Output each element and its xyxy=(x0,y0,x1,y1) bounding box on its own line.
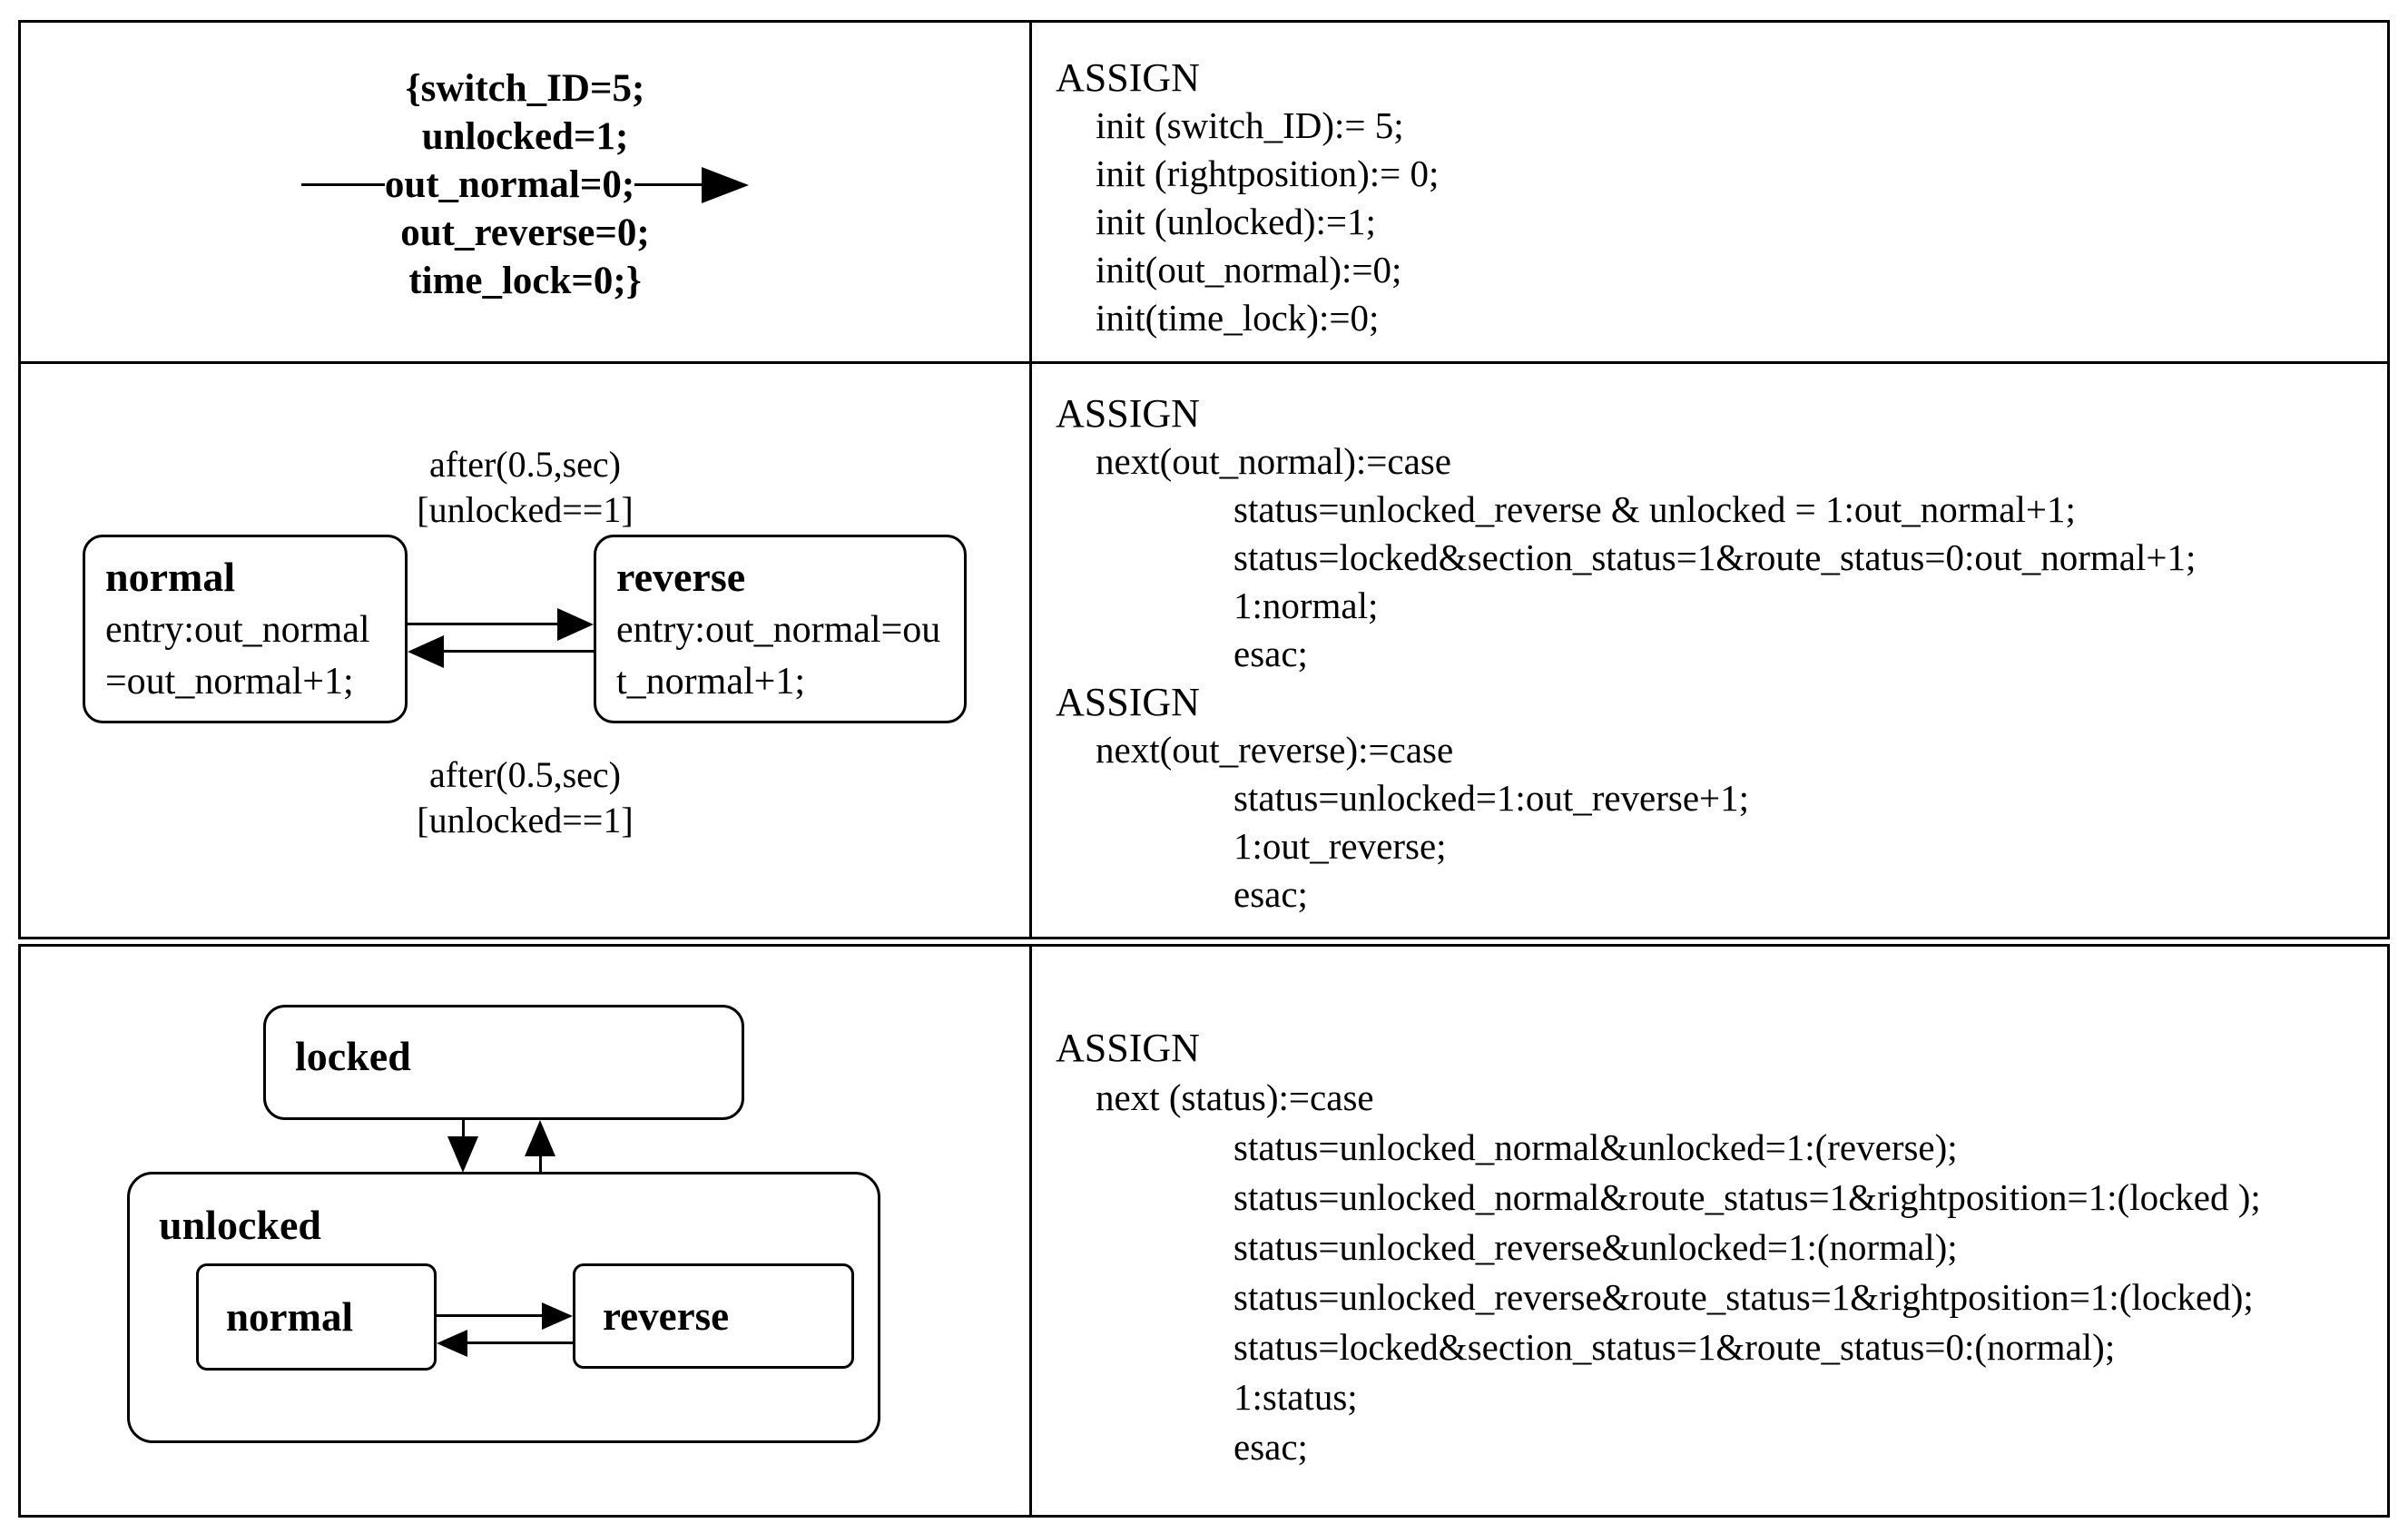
state-entry-action: t_normal+1; xyxy=(616,661,805,703)
transition-arrow-left-icon xyxy=(408,635,594,668)
arrow-line-right xyxy=(634,183,703,186)
transition-arrow-up-icon xyxy=(525,1120,555,1173)
row-lock-status: locked unlocked normal reverse xyxy=(18,944,2393,1518)
substate-reverse: reverse xyxy=(573,1263,854,1369)
transition-label-top: after(0.5,sec) [unlocked==1] xyxy=(21,442,1029,533)
arrow-head xyxy=(542,1302,573,1330)
transition-arrow-right-icon xyxy=(408,608,594,641)
cell-status-code: ASSIGN next (status):=case status=unlock… xyxy=(1029,944,2390,1518)
code-line: init(out_normal):=0; xyxy=(1096,249,1402,290)
cell-normal-reverse-diagram: after(0.5,sec) [unlocked==1] normal entr… xyxy=(18,361,1032,939)
transition-arrow-left-icon xyxy=(437,1330,573,1357)
label-line: after(0.5,sec) xyxy=(429,444,621,485)
cell-init-code: ASSIGN init (switch_ID):= 5; init (right… xyxy=(1029,20,2390,364)
state-title: locked xyxy=(295,1033,411,1079)
label-line: after(0.5,sec) xyxy=(429,754,621,795)
state-locked: locked xyxy=(263,1005,744,1120)
code-line: status=unlocked_reverse & unlocked = 1:o… xyxy=(1233,488,2076,530)
assign-keyword: ASSIGN xyxy=(1056,391,1200,436)
arrow-shaft xyxy=(442,650,594,653)
default-transition-arrow: out_normal=0; xyxy=(21,161,1029,209)
init-line: {switch_ID=5; xyxy=(405,67,645,110)
code-line: init(time_lock):=0; xyxy=(1096,297,1380,339)
arrow-right-icon xyxy=(702,166,750,203)
assign-keyword: ASSIGN xyxy=(1056,1026,1200,1070)
state-normal: normal entry:out_normal =out_normal+1; xyxy=(83,535,408,723)
arrow-head xyxy=(447,1136,478,1173)
code-line: status=unlocked=1:out_reverse+1; xyxy=(1233,777,1750,819)
code-line: next(out_normal):=case xyxy=(1096,440,1451,482)
state-title: unlocked xyxy=(159,1202,321,1248)
row-output-counters: after(0.5,sec) [unlocked==1] normal entr… xyxy=(18,361,2393,939)
label-line: [unlocked==1] xyxy=(417,489,634,530)
state-entry-action: =out_normal+1; xyxy=(105,661,354,703)
code-line: status=unlocked_reverse&unlocked=1:(norm… xyxy=(1233,1226,1958,1268)
state-unlocked: unlocked normal reverse xyxy=(127,1172,880,1443)
transition-arrow-down-icon xyxy=(447,1120,478,1173)
code-line: status=locked&section_status=1&route_sta… xyxy=(1233,1326,2116,1368)
assign-keyword: ASSIGN xyxy=(1056,55,1200,100)
code-line: esac; xyxy=(1233,1426,1308,1468)
state-title: normal xyxy=(105,554,236,600)
code-line: next(out_reverse):=case xyxy=(1096,729,1454,771)
code-line: 1:normal; xyxy=(1233,585,1379,626)
arrow-shaft xyxy=(437,1314,544,1317)
init-line: unlocked=1; xyxy=(421,115,629,158)
state-reverse: reverse entry:out_normal=ou t_normal+1; xyxy=(594,535,967,723)
code-line: status=unlocked_normal&route_status=1&ri… xyxy=(1233,1176,2261,1218)
cell-locked-unlocked-diagram: locked unlocked normal reverse xyxy=(18,944,1032,1518)
code-line: status=unlocked_reverse&route_status=1&r… xyxy=(1233,1276,2254,1318)
state-title: reverse xyxy=(616,554,746,600)
code-line: esac; xyxy=(1233,633,1308,674)
arrow-shaft xyxy=(408,623,559,625)
label-line: [unlocked==1] xyxy=(417,800,634,840)
arrow-head xyxy=(408,635,444,668)
code-line: init (rightposition):= 0; xyxy=(1096,152,1440,194)
code-line: 1:out_reverse; xyxy=(1233,825,1447,867)
cell-init-diagram: {switch_ID=5; unlocked=1; out_normal=0; … xyxy=(18,20,1032,364)
arrow-head xyxy=(557,608,594,641)
init-line: time_lock=0;} xyxy=(408,260,642,302)
cell-output-counter-code: ASSIGN next(out_normal):=case status=unl… xyxy=(1029,361,2390,939)
arrow-head xyxy=(525,1120,555,1156)
code-line: 1:status; xyxy=(1233,1376,1358,1418)
row-initialization: {switch_ID=5; unlocked=1; out_normal=0; … xyxy=(18,20,2393,364)
code-line: init (switch_ID):= 5; xyxy=(1096,104,1404,146)
state-title: reverse xyxy=(603,1293,730,1339)
init-annotation-block: {switch_ID=5; unlocked=1; out_normal=0; … xyxy=(21,23,1029,305)
arrow-shaft xyxy=(539,1155,542,1173)
code-line: status=unlocked_normal&unlocked=1:(rever… xyxy=(1233,1126,1958,1168)
state-title: normal xyxy=(226,1294,353,1340)
code-line: esac; xyxy=(1233,873,1308,915)
state-entry-action: entry:out_normal xyxy=(105,609,370,651)
statechart-smv-figure: {switch_ID=5; unlocked=1; out_normal=0; … xyxy=(18,20,2393,1518)
code-line: next (status):=case xyxy=(1096,1076,1374,1118)
init-line: out_reverse=0; xyxy=(400,211,650,254)
transition-arrow-right-icon xyxy=(437,1302,573,1330)
init-line: out_normal=0; xyxy=(384,163,635,206)
arrow-head xyxy=(437,1330,467,1357)
substate-normal: normal xyxy=(196,1263,437,1371)
transition-label-bottom: after(0.5,sec) [unlocked==1] xyxy=(21,752,1029,843)
assign-keyword: ASSIGN xyxy=(1056,680,1200,724)
code-line: status=locked&section_status=1&route_sta… xyxy=(1233,536,2197,578)
arrow-shaft xyxy=(466,1341,573,1344)
arrow-line-left xyxy=(300,183,385,186)
code-line: init (unlocked):=1; xyxy=(1096,201,1376,242)
arrow-shaft xyxy=(462,1120,465,1138)
state-entry-action: entry:out_normal=ou xyxy=(616,609,941,651)
